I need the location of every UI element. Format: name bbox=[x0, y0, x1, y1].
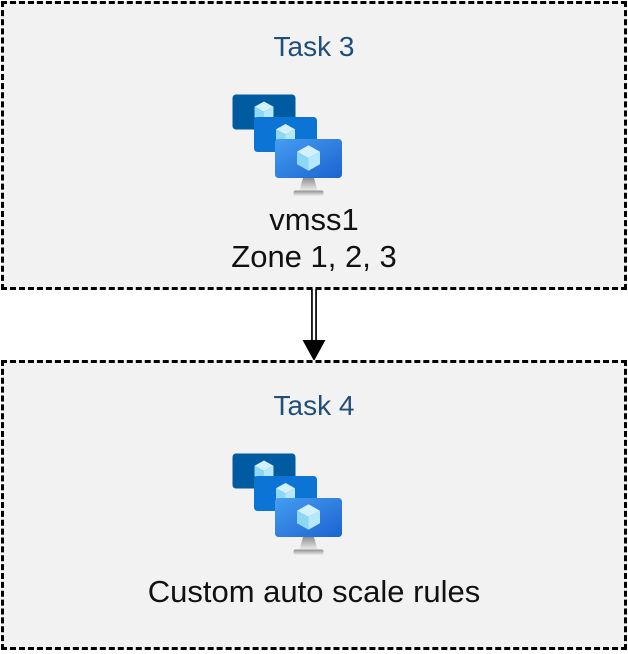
task-box-4: Task 4 bbox=[1, 360, 627, 650]
vm-scale-sets-icon-svg bbox=[232, 453, 342, 555]
cube-top-face bbox=[276, 483, 295, 494]
task-box-3: Task 3 bbox=[1, 1, 627, 290]
arrow-shaft-line bbox=[315, 289, 317, 343]
cube-right-face bbox=[308, 151, 320, 171]
monitor-stand-neck bbox=[299, 178, 318, 191]
task3-title: Task 3 bbox=[273, 31, 355, 62]
arrow-head bbox=[302, 340, 326, 361]
vm-scale-sets-icon bbox=[232, 94, 348, 198]
monitor-front bbox=[275, 498, 342, 555]
cube-left-face bbox=[297, 151, 309, 171]
cube-top-face bbox=[297, 145, 320, 158]
monitor-stand-base bbox=[293, 549, 324, 555]
vm-scale-sets-icon bbox=[232, 453, 348, 557]
caption-line-zones: Zone 1, 2, 3 bbox=[231, 239, 397, 274]
cube-top-face bbox=[297, 504, 320, 517]
task4-caption: Custom auto scale rules bbox=[148, 573, 481, 610]
caption-line-autoscale: Custom auto scale rules bbox=[147, 574, 481, 609]
task3-caption: vmss1 Zone 1, 2, 3 bbox=[231, 201, 396, 275]
monitor-front bbox=[275, 139, 342, 196]
cube-top-face bbox=[254, 101, 274, 112]
cube-top-face bbox=[254, 460, 274, 471]
cube-right-face bbox=[308, 510, 320, 530]
connector-arrow bbox=[302, 289, 326, 361]
vm-scale-sets-icon-svg bbox=[232, 94, 342, 196]
arrow-shaft-line bbox=[311, 289, 313, 343]
monitor-stand-neck bbox=[299, 537, 318, 550]
cube-left-face bbox=[297, 510, 309, 530]
caption-line-vmss-name: vmss1 bbox=[269, 202, 359, 237]
task4-title: Task 4 bbox=[273, 390, 355, 421]
monitor-stand-base bbox=[293, 190, 324, 196]
cube-top-face bbox=[276, 124, 295, 135]
